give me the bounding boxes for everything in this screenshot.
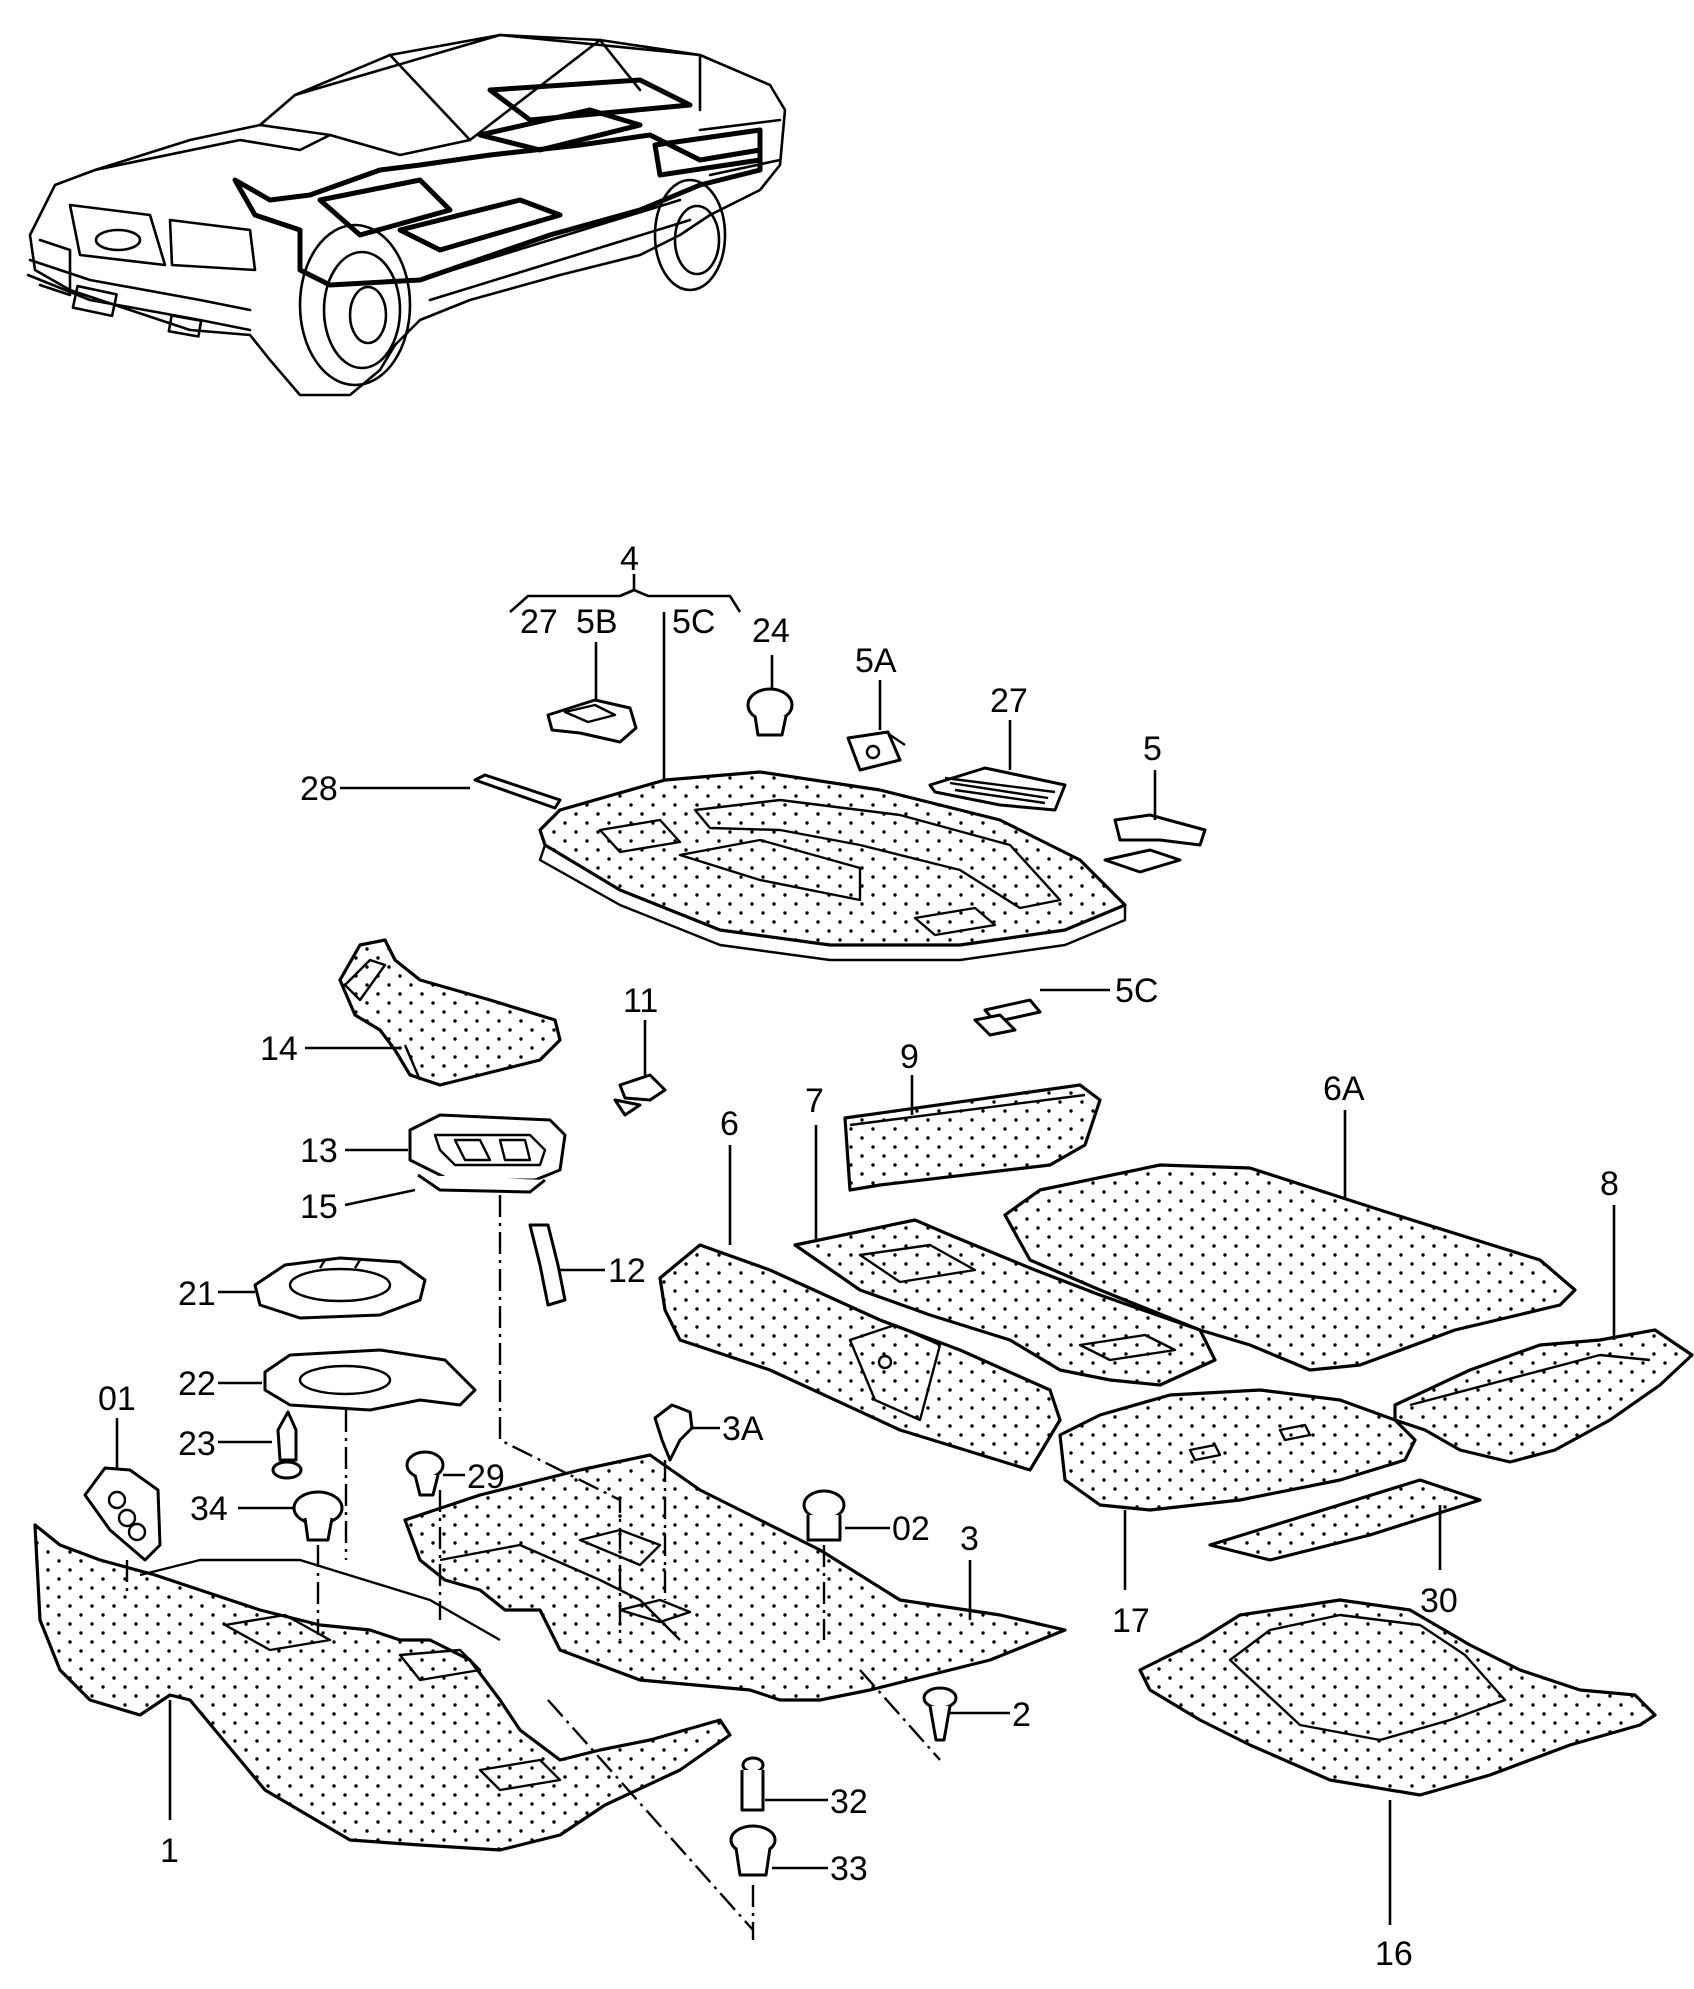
part-29-plug bbox=[405, 1450, 465, 1497]
part-1-floor-insulation bbox=[33, 1523, 732, 1852]
part-02-plug bbox=[802, 1489, 890, 1542]
part-8-insulation bbox=[1393, 1205, 1694, 1464]
part-21-pad bbox=[218, 1256, 427, 1320]
part-27-grille bbox=[928, 720, 1067, 812]
callout-15: 15 bbox=[300, 1188, 338, 1226]
callout-30: 30 bbox=[1420, 1582, 1458, 1620]
callout-5B: 5B bbox=[576, 603, 618, 641]
callout-1: 1 bbox=[160, 1832, 179, 1870]
callout-23: 23 bbox=[178, 1425, 216, 1463]
callout-11: 11 bbox=[623, 982, 658, 1020]
callout-32: 32 bbox=[830, 1783, 868, 1821]
callout-22: 22 bbox=[178, 1365, 216, 1403]
part-01-bracket bbox=[83, 1418, 162, 1562]
part-32-clip bbox=[740, 1756, 828, 1812]
part-17-mat bbox=[1058, 1388, 1417, 1590]
part-16-spare-well bbox=[1138, 1598, 1657, 1925]
callout-02: 02 bbox=[892, 1510, 930, 1548]
callout-27: 27 bbox=[990, 682, 1028, 720]
part-9-insulation bbox=[843, 1075, 1102, 1192]
callout-2: 2 bbox=[1012, 1696, 1031, 1734]
part-5C-clip bbox=[973, 988, 1110, 1037]
callout-33: 33 bbox=[830, 1850, 868, 1888]
callout-27-group: 27 bbox=[520, 603, 558, 641]
part-5A-clip bbox=[846, 680, 906, 772]
part-3A-plug bbox=[653, 1403, 720, 1462]
part-group-4-bracket bbox=[509, 574, 742, 790]
callout-21: 21 bbox=[178, 1275, 216, 1313]
part-24-button bbox=[746, 655, 794, 737]
vehicle-overview-illustration bbox=[26, 33, 787, 397]
callout-13: 13 bbox=[300, 1132, 338, 1170]
callout-5: 5 bbox=[1143, 730, 1162, 768]
callout-3A: 3A bbox=[722, 1410, 764, 1448]
part-2-screw bbox=[922, 1686, 1010, 1742]
callout-5C: 5C bbox=[1115, 972, 1158, 1010]
part-28-strip bbox=[340, 773, 562, 810]
part-3-floor-mat bbox=[403, 1453, 1067, 1702]
part-5B-clip bbox=[546, 642, 638, 744]
callout-6: 6 bbox=[720, 1105, 739, 1143]
callout-16: 16 bbox=[1375, 1935, 1413, 1973]
part-13-tray bbox=[345, 1113, 567, 1182]
callout-5A: 5A bbox=[855, 642, 897, 680]
part-6A-trunk-mat bbox=[1003, 1110, 1577, 1372]
part-34-plug bbox=[238, 1490, 344, 1542]
part-7-floor-pan bbox=[793, 1125, 1217, 1387]
callout-14: 14 bbox=[260, 1030, 298, 1068]
part-33-clip bbox=[729, 1824, 828, 1877]
part-30-strip bbox=[1208, 1478, 1482, 1570]
callout-8: 8 bbox=[1600, 1165, 1619, 1203]
part-4-parcel-shelf bbox=[538, 770, 1127, 962]
part-14-console-cover bbox=[305, 938, 562, 1087]
callout-12: 12 bbox=[608, 1252, 646, 1290]
callout-34: 34 bbox=[190, 1490, 228, 1528]
callout-5C-group: 5C bbox=[672, 603, 715, 641]
callout-4: 4 bbox=[620, 540, 639, 578]
part-11-clip bbox=[613, 1020, 667, 1117]
callout-7: 7 bbox=[805, 1082, 824, 1120]
part-12-clip bbox=[528, 1223, 605, 1307]
callout-6A: 6A bbox=[1323, 1070, 1365, 1108]
callout-28: 28 bbox=[300, 770, 338, 808]
callout-24: 24 bbox=[752, 612, 790, 650]
part-23-stud bbox=[218, 1410, 303, 1480]
part-15-seal bbox=[344, 1173, 546, 1207]
part-5-bracket bbox=[1103, 770, 1207, 874]
callout-9: 9 bbox=[900, 1038, 919, 1076]
callout-01: 01 bbox=[98, 1380, 136, 1418]
part-6-wall bbox=[658, 1145, 1062, 1472]
callout-3: 3 bbox=[960, 1520, 979, 1558]
part-22-support bbox=[218, 1348, 477, 1412]
callout-17: 17 bbox=[1112, 1602, 1150, 1640]
assembly-connection-lines bbox=[125, 1195, 941, 1940]
